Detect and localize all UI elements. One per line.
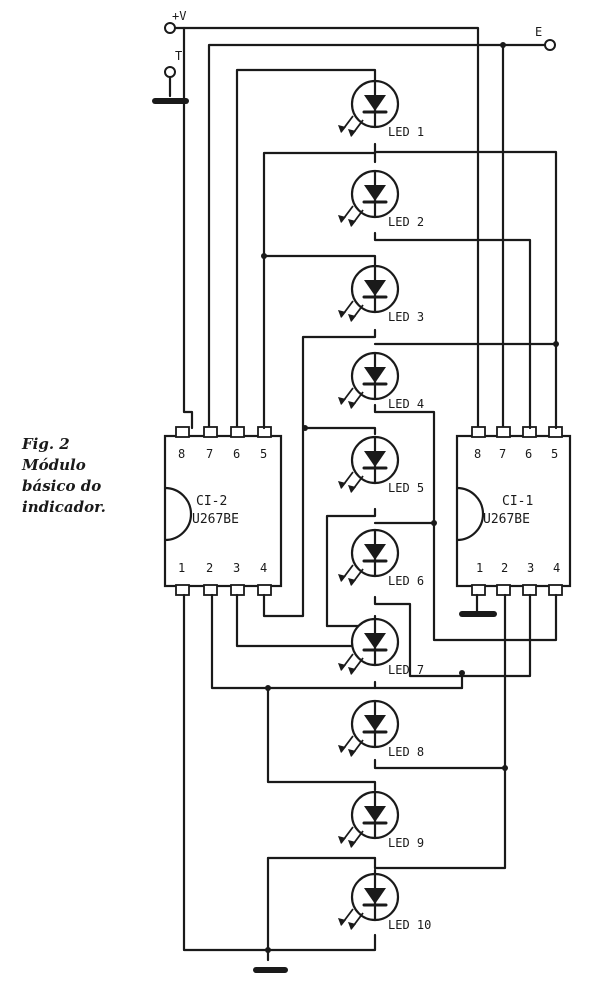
diode-triangle-icon (364, 806, 386, 822)
terminal-trigger: T (164, 49, 182, 78)
ci2-pin-2: 2 (206, 561, 213, 575)
led-2: LED 2 (338, 169, 424, 229)
ci1-pin-4: 4 (553, 561, 560, 575)
led-9: LED 9 (338, 790, 424, 850)
led-label: LED 2 (388, 215, 424, 229)
led-label: LED 6 (388, 574, 424, 588)
light-arrowhead-icon (348, 219, 356, 227)
ci2-part: U267BE (192, 512, 239, 527)
led-label: LED 10 (388, 918, 431, 932)
diode-triangle-icon (364, 544, 386, 560)
diode-triangle-icon (364, 95, 386, 111)
diode-triangle-icon (364, 633, 386, 649)
caption-fig: Fig. 2 (22, 435, 70, 453)
ci1-name: CI-1 (502, 494, 533, 509)
terminal-enable: E (535, 25, 556, 51)
light-arrowhead-icon (338, 745, 346, 753)
led-label: LED 7 (388, 663, 424, 677)
ci2-pin-4: 4 (260, 561, 267, 575)
light-arrowhead-icon (348, 749, 356, 757)
ci2-pin-6: 6 (233, 447, 240, 461)
led-label: LED 4 (388, 397, 424, 411)
diode-triangle-icon (364, 367, 386, 383)
ci1-pin-6: 6 (525, 447, 532, 461)
light-arrowhead-icon (338, 663, 346, 671)
diode-triangle-icon (364, 185, 386, 201)
led-5: LED 5 (338, 435, 424, 495)
diode-triangle-icon (364, 888, 386, 904)
ci1-pin-7: 7 (499, 447, 506, 461)
light-arrowhead-icon (338, 836, 346, 844)
led-10: LED 10 (338, 872, 431, 932)
trigger-label: T (175, 49, 182, 63)
ci2-name: CI-2 (196, 494, 227, 509)
light-arrowhead-icon (348, 485, 356, 493)
diode-triangle-icon (364, 451, 386, 467)
light-arrowhead-icon (338, 397, 346, 405)
light-arrowhead-icon (348, 578, 356, 586)
light-arrowhead-icon (338, 574, 346, 582)
led-label: LED 5 (388, 481, 424, 495)
led-4: LED 4 (338, 351, 424, 411)
led-3: LED 3 (338, 264, 424, 324)
led-6: LED 6 (338, 528, 424, 588)
light-arrowhead-icon (348, 401, 356, 409)
led-label: LED 3 (388, 310, 424, 324)
light-arrowhead-icon (348, 922, 356, 930)
caption-line-3: indicador. (22, 498, 106, 516)
led-label: LED 9 (388, 836, 424, 850)
ci2-pin-1: 1 (178, 561, 185, 575)
diode-triangle-icon (364, 280, 386, 296)
ci2-pin-3: 3 (233, 561, 240, 575)
chip-ci2: 8 7 6 5 1 2 3 4 CI-2 U267BE (163, 426, 283, 596)
led-7: LED 7 (338, 617, 424, 677)
vplus-label: +V (172, 9, 186, 23)
led-label: LED 1 (388, 125, 424, 139)
ci2-pin-5: 5 (260, 447, 267, 461)
ci1-pin-8: 8 (474, 447, 481, 461)
led-layer: LED 1 LED 2 LED 3 LED 4 LED 5 LED 6 LED 7 LED 8… (338, 79, 431, 932)
led-label: LED 8 (388, 745, 424, 759)
ci1-pin-3: 3 (527, 561, 534, 575)
ci2-pin-8: 8 (178, 447, 185, 461)
enable-label: E (535, 25, 542, 39)
figure-caption: Fig. 2 Módulo básico do indicador. (22, 434, 106, 518)
diode-triangle-icon (364, 715, 386, 731)
caption-line-1: Módulo (22, 456, 86, 474)
led-8: LED 8 (338, 699, 424, 759)
terminal-vplus: +V (164, 9, 186, 34)
caption-line-2: básico do (22, 477, 102, 495)
ci1-part: U267BE (483, 512, 530, 527)
chip-ci1: 8 7 6 5 1 2 3 4 CI-1 U267BE (455, 426, 572, 596)
top-wires (152, 26, 547, 430)
light-arrowhead-icon (338, 310, 346, 318)
light-arrowhead-icon (338, 918, 346, 926)
led-1: LED 1 (338, 79, 424, 139)
light-arrowhead-icon (348, 314, 356, 322)
light-arrowhead-icon (348, 840, 356, 848)
light-arrowhead-icon (338, 125, 346, 133)
light-arrowhead-icon (348, 129, 356, 137)
ci1-pin-2: 2 (501, 561, 508, 575)
ci1-pin-1: 1 (476, 561, 483, 575)
light-arrowhead-icon (338, 481, 346, 489)
ci2-pin-7: 7 (206, 447, 213, 461)
light-arrowhead-icon (338, 215, 346, 223)
light-arrowhead-icon (348, 667, 356, 675)
ci1-pin-5: 5 (551, 447, 558, 461)
